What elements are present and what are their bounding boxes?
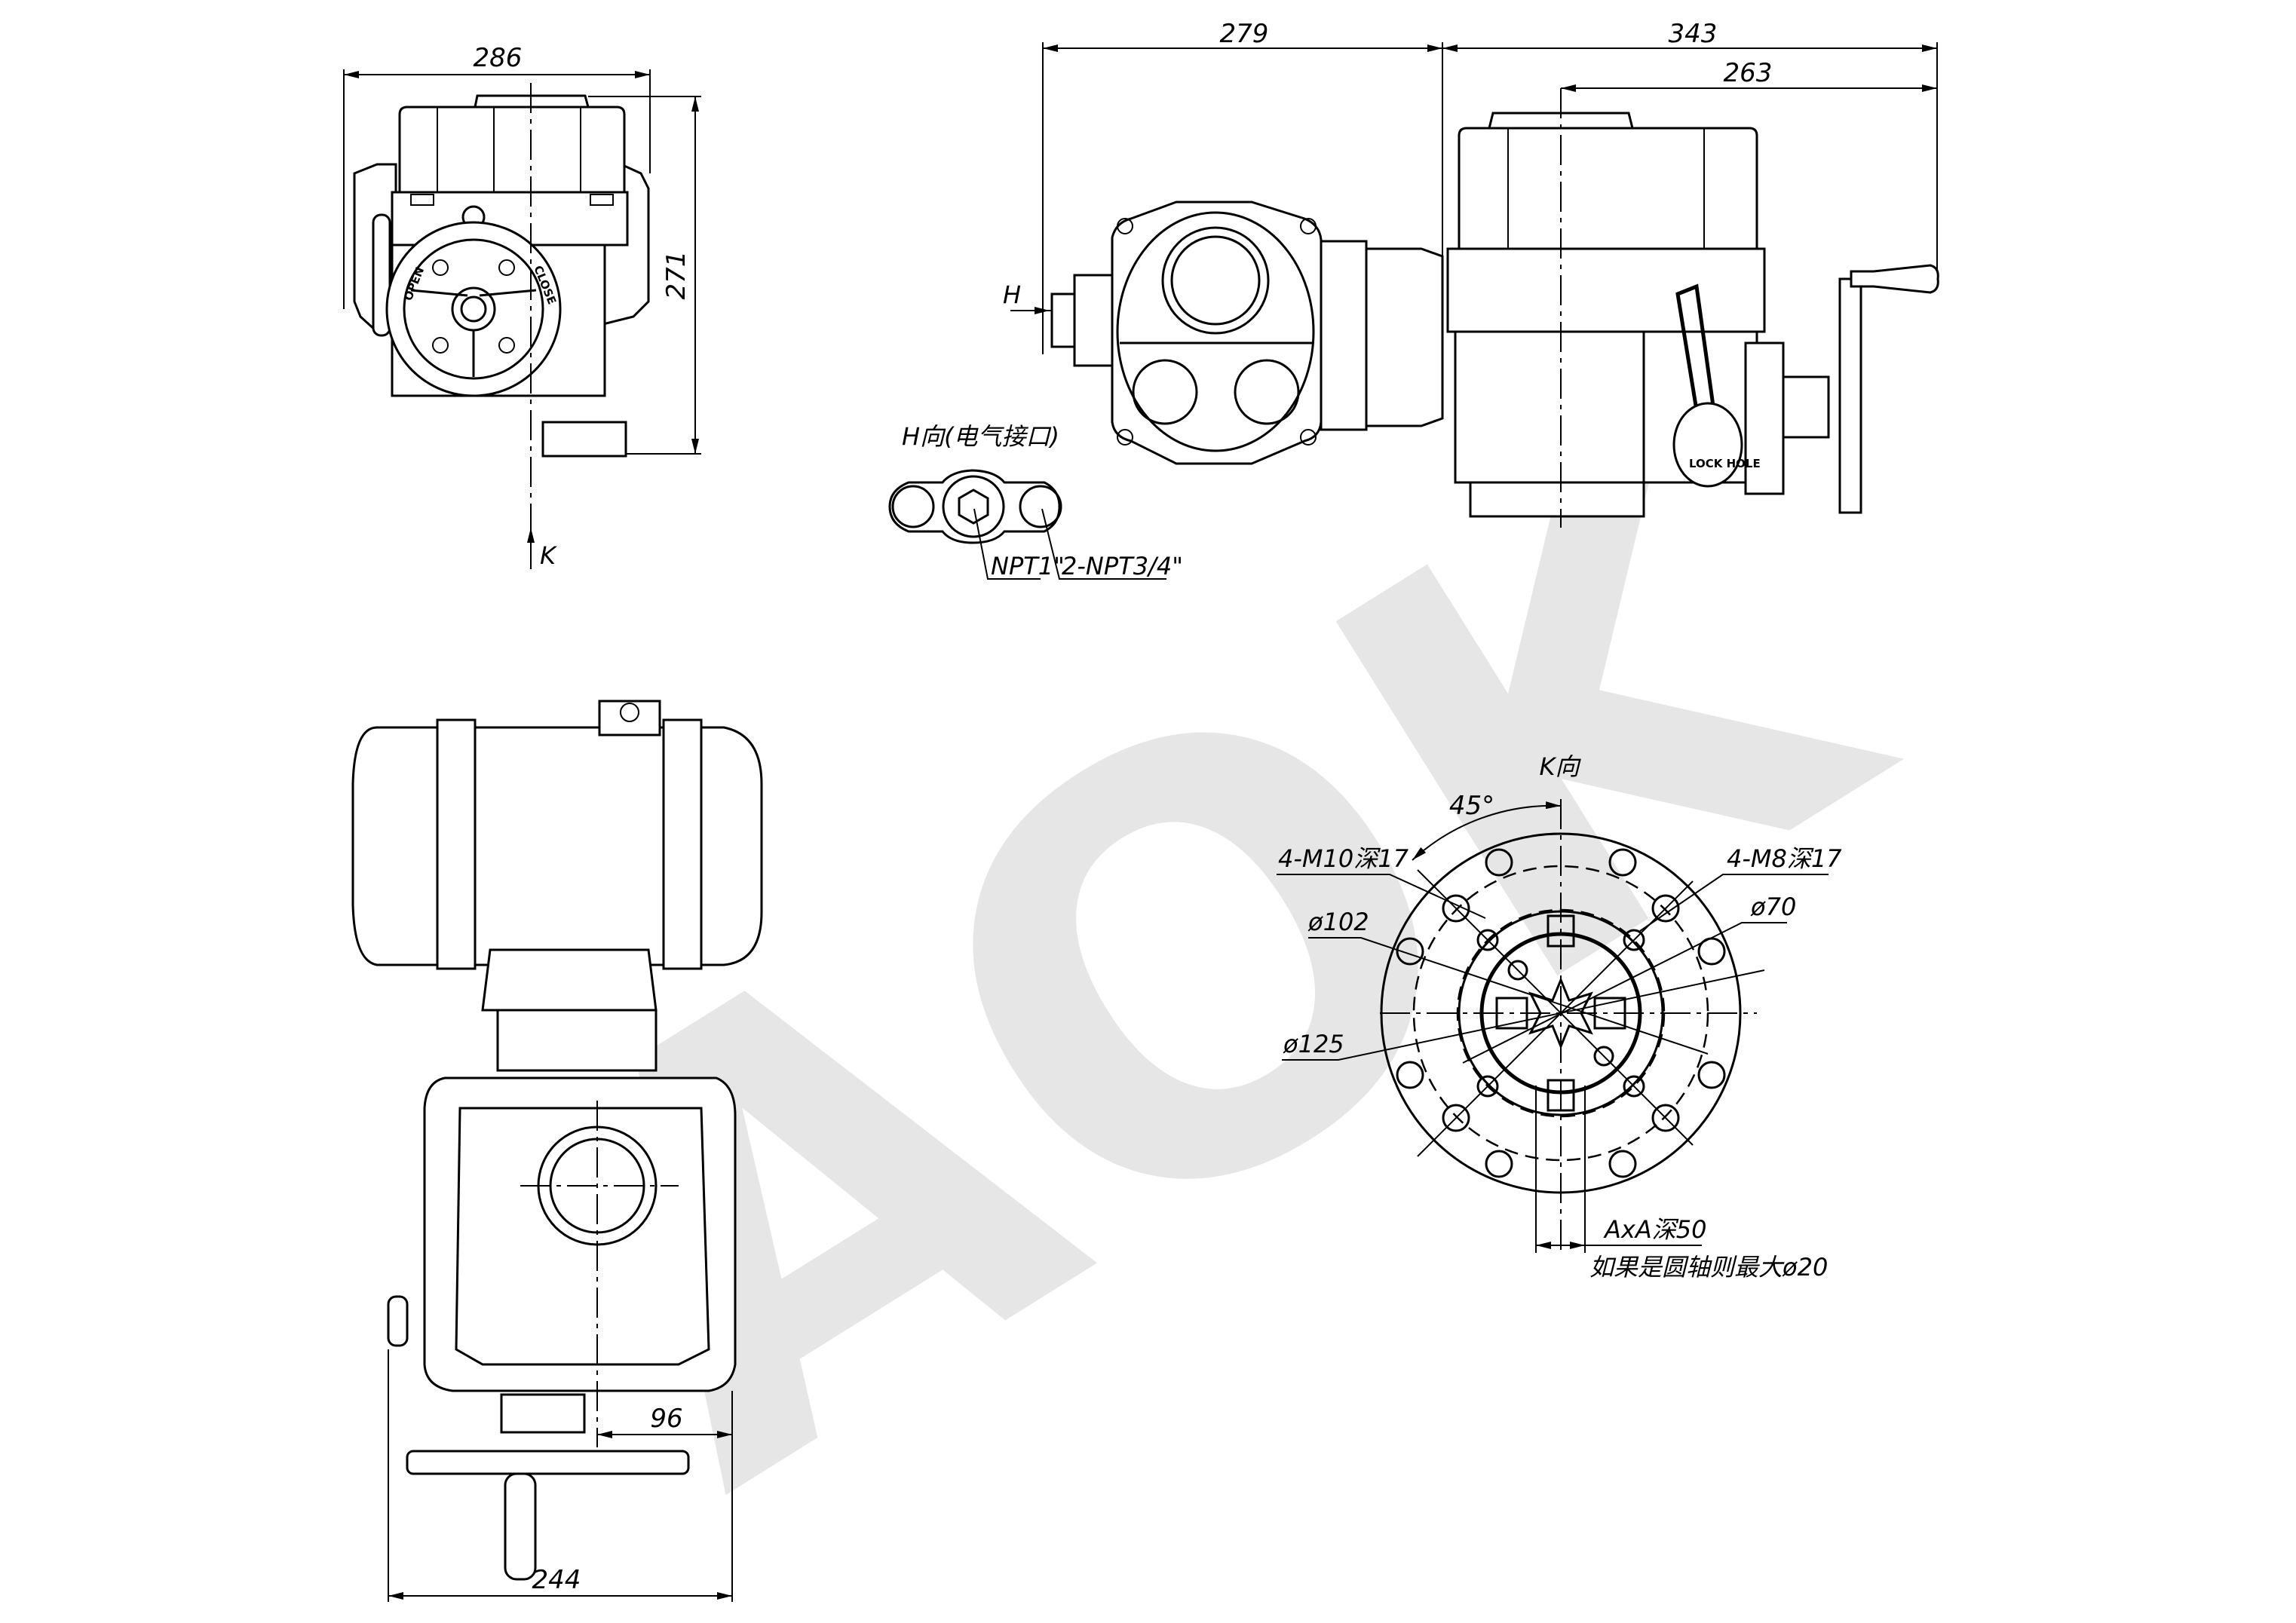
lock-plate: [1672, 402, 1743, 488]
outer-bolts: [1396, 848, 1726, 1178]
gearbox-housing: [423, 1076, 737, 1392]
side-middle-band: [1446, 247, 1766, 333]
view-label-h: H: [1003, 280, 1021, 309]
top-view: 96 244: [351, 700, 763, 1602]
housing-band-left: [436, 718, 477, 970]
side-view: 279 343 263 H LOCK HOLE: [1003, 19, 1939, 528]
dia-102-label: ø102: [1307, 908, 1369, 936]
npt34-label: 2-NPT3/4": [1062, 552, 1183, 580]
h-view-title: H向(电气接口): [902, 422, 1059, 451]
local-remote-knob[interactable]: [1132, 359, 1198, 425]
open-close-knob[interactable]: [1234, 359, 1300, 425]
handwheel-handle[interactable]: [504, 1472, 537, 1581]
lock-hole-label: LOCK HOLE: [1689, 457, 1761, 470]
clutch-lever: [372, 213, 391, 337]
neck: [481, 948, 658, 1012]
output-base: [541, 421, 627, 458]
indicator-window: [1161, 226, 1270, 335]
top-cover: [398, 106, 626, 194]
dimension-263: 263: [1724, 58, 1773, 88]
h-view: H向(电气接口) NPT1" 2-NPT3/4": [888, 422, 1183, 580]
k-view: K向 45° 4-M10深17 4-M8深1: [1277, 752, 1842, 1282]
handwheel-hub: [500, 1393, 586, 1434]
clutch-lever[interactable]: [387, 1295, 409, 1347]
dimension-96: 96: [650, 1404, 682, 1434]
handwheel-rim[interactable]: [406, 1450, 690, 1475]
npt1-label: NPT1": [991, 552, 1065, 580]
m8-holes: [1476, 929, 1645, 1098]
view-label-k: K: [540, 541, 558, 570]
side-handwheel[interactable]: [1838, 277, 1862, 514]
square-drive-label: AxA深50: [1603, 1215, 1706, 1244]
dia-125-label: ø125: [1283, 1030, 1344, 1058]
m8-label: 4-M8深17: [1727, 844, 1842, 873]
dimension-279: 279: [1220, 19, 1269, 49]
conduit-plate: [888, 469, 1061, 544]
top-plug: [598, 700, 661, 736]
m10-holes: [1442, 894, 1680, 1132]
dimension-244: 244: [532, 1565, 581, 1595]
side-output-flange: [1469, 481, 1645, 518]
angle-arc-45: [1412, 801, 1562, 861]
handwheel[interactable]: OPEN CLOSE: [385, 221, 562, 397]
handwheel-handle[interactable]: [1850, 264, 1939, 294]
dimension-271: 271: [661, 251, 691, 300]
dimension-286: 286: [474, 43, 523, 73]
round-shaft-note: 如果是圆轴则最大ø20: [1589, 1253, 1828, 1282]
m10-label: 4-M10深17: [1278, 844, 1409, 873]
aux-port-right: [1019, 485, 1062, 528]
housing-band-right: [662, 718, 703, 970]
front-view: 286 271 OPEN CLOSE: [343, 43, 701, 570]
side-gearbox: [1454, 330, 1645, 484]
dia-70-label: ø70: [1750, 893, 1796, 921]
side-top-cover: [1458, 127, 1758, 250]
angle-45: 45°: [1449, 791, 1494, 821]
dimension-343: 343: [1669, 19, 1718, 49]
cable-gland: [1050, 292, 1076, 348]
main-port: [942, 475, 1005, 538]
aux-port-left: [891, 485, 935, 528]
k-view-title: K向: [1540, 752, 1582, 781]
